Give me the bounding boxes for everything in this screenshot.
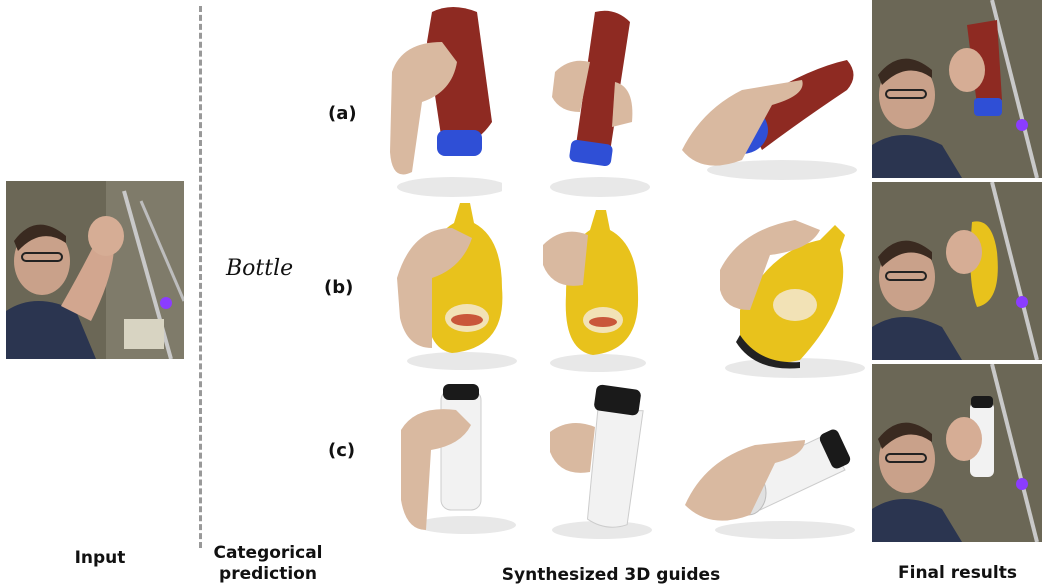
- guide-c-2: [540, 382, 660, 542]
- row-label-a: (a): [328, 103, 357, 124]
- guide-c-3: [685, 415, 860, 545]
- final-result-c: [872, 364, 1042, 542]
- final-result-a: [872, 0, 1042, 178]
- guide-c-1: [396, 380, 516, 540]
- final-result-b: [872, 182, 1042, 360]
- divider-line: [199, 6, 202, 548]
- row-label-b: (b): [324, 277, 353, 298]
- input-label: Input: [50, 548, 150, 568]
- input-photo: [6, 181, 184, 359]
- guide-b-1: [392, 198, 522, 373]
- guide-a-2: [540, 2, 650, 202]
- row-label-c: (c): [328, 440, 355, 461]
- guide-b-3: [700, 210, 870, 385]
- final-results-label: Final results: [880, 563, 1035, 583]
- guide-b-2: [538, 205, 648, 375]
- category-prediction-word: Bottle: [226, 256, 293, 281]
- guide-a-3: [682, 50, 862, 190]
- synthesized-guides-label: Synthesized 3D guides: [486, 565, 736, 585]
- categorical-prediction-label: Categorical prediction: [206, 543, 330, 585]
- guide-a-1: [382, 2, 502, 202]
